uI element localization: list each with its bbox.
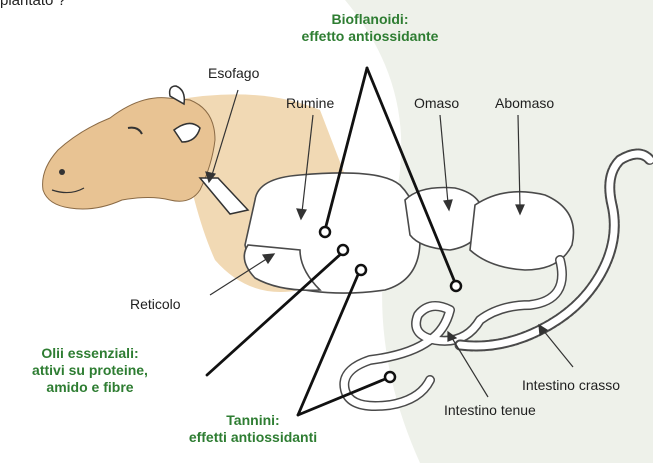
tannins-line2: effetti antiossidanti xyxy=(168,429,338,446)
small-intestine-label: Intestino tenue xyxy=(444,402,536,419)
essential-oils-line3: amido e fibre xyxy=(10,379,170,396)
top-fragment-text: piantato ? xyxy=(0,0,66,9)
bioflavonoids-line1: Bioflanoidi: xyxy=(270,11,470,28)
marker-intestine xyxy=(385,372,395,382)
bioflavonoids-label: Bioflanoidi: effetto antiossidante xyxy=(270,11,470,45)
esophagus-label: Esofago xyxy=(208,65,259,82)
marker-rumen xyxy=(320,227,330,237)
marker-reticulum xyxy=(356,265,366,275)
essential-oils-label: Olii essenziali: attivi su proteine, ami… xyxy=(10,345,170,396)
reticulum-label: Reticolo xyxy=(130,296,181,313)
marker-abomasum xyxy=(451,281,461,291)
bioflavonoids-line2: effetto antiossidante xyxy=(270,28,470,45)
essential-oils-line2: attivi su proteine, xyxy=(10,362,170,379)
large-intestine-label: Intestino crasso xyxy=(522,377,620,394)
rumen-label: Rumine xyxy=(286,95,334,112)
marker-rumen-lower xyxy=(338,245,348,255)
tannins-label: Tannini: effetti antiossidanti xyxy=(168,412,338,446)
cow-nostril xyxy=(59,169,65,175)
omasum-label: Omaso xyxy=(414,95,459,112)
tannins-line1: Tannini: xyxy=(168,412,338,429)
abomasum-label: Abomaso xyxy=(495,95,554,112)
essential-oils-line1: Olii essenziali: xyxy=(10,345,170,362)
